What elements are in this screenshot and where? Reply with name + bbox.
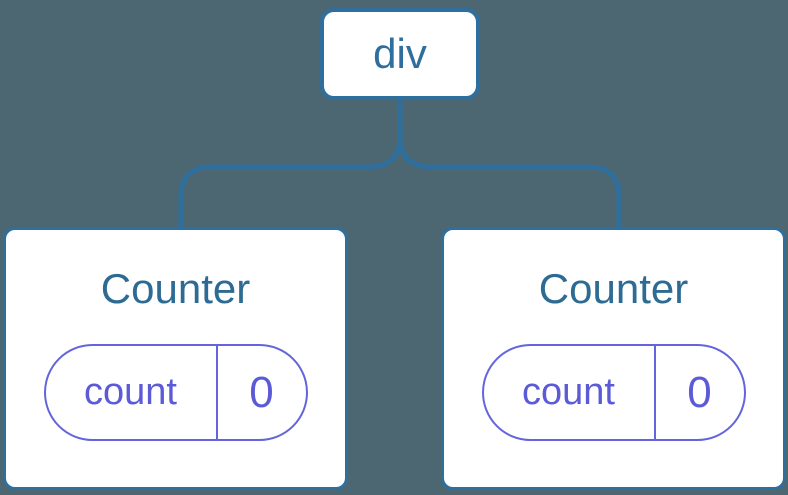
state-value-left: 0 [215,346,306,440]
counter-card-left: Counter count 0 [3,227,348,490]
root-node-label: div [373,30,427,77]
counter-card-right: Counter count 0 [441,227,786,490]
connector-branch-left [178,100,403,229]
counter-title-right: Counter [538,265,689,312]
state-key-label-left: count [84,371,177,414]
counter-title-left: Counter [100,265,251,312]
connector-branch-right [397,100,622,229]
state-key-label-right: count [522,371,615,414]
state-value-right: 0 [653,346,744,440]
state-pill-left: count 0 [43,344,308,442]
root-node-div: div [320,8,480,100]
state-pill-right: count 0 [481,344,746,442]
